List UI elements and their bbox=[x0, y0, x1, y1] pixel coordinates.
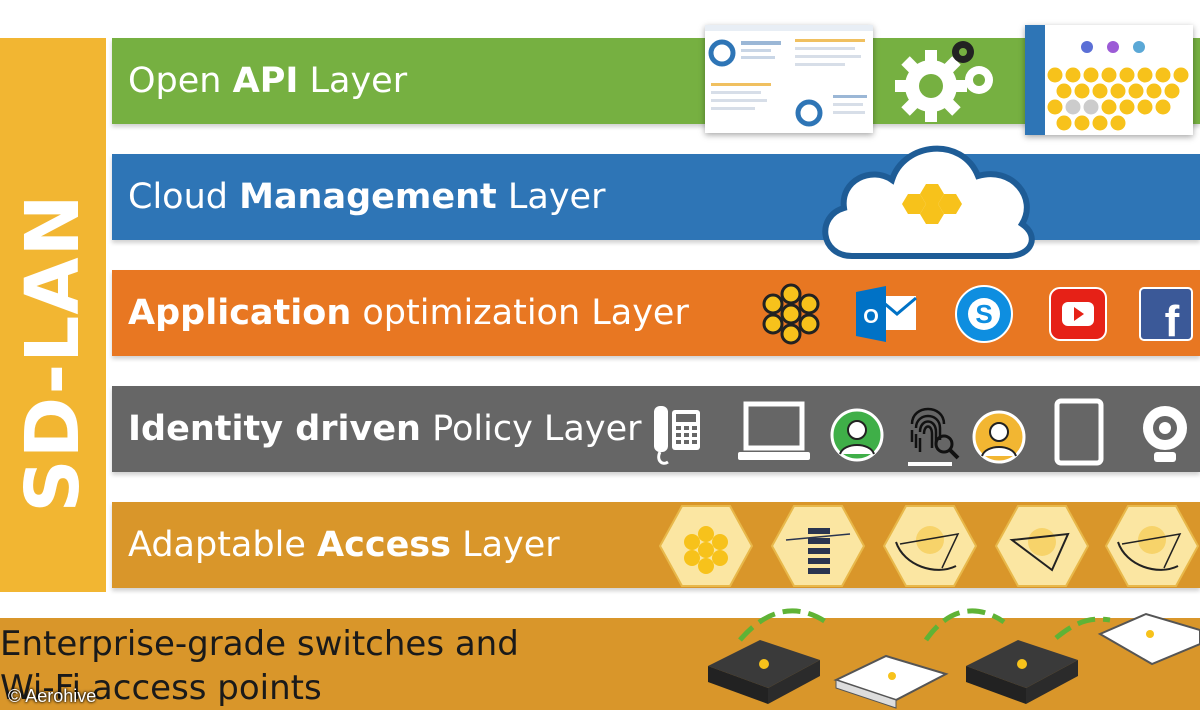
hardware-label: Enterprise-grade switches and Wi-Fi acce… bbox=[0, 622, 600, 710]
layer-application-optimization: Application optimization Layer O S f bbox=[112, 270, 1200, 356]
title-post: Layer bbox=[298, 61, 408, 101]
hex-path-icon bbox=[882, 504, 978, 588]
title-pre: Cloud bbox=[128, 177, 240, 217]
title-pre: Adaptable bbox=[128, 525, 317, 565]
skype-icon: S bbox=[954, 284, 1014, 344]
sd-lan-bar: SD-LAN bbox=[0, 38, 106, 592]
dashboard-screenshot bbox=[705, 25, 873, 133]
phone-icon bbox=[644, 402, 704, 466]
hex-triangle-icon bbox=[994, 504, 1090, 588]
layer-title: Cloud Management Layer bbox=[128, 177, 605, 217]
layer-identity-policy: Identity driven Policy Layer bbox=[112, 386, 1200, 472]
layer-title: Application optimization Layer bbox=[128, 293, 689, 333]
user-avatar-yellow-icon bbox=[972, 410, 1026, 464]
facebook-icon: f bbox=[1138, 286, 1194, 346]
hex-columns-icon bbox=[770, 504, 866, 588]
laptop-icon bbox=[736, 400, 812, 464]
title-bold: Management bbox=[239, 177, 497, 217]
title-bold: Identity driven bbox=[128, 409, 421, 449]
hardware-icons bbox=[700, 600, 1200, 712]
title-bold: Application bbox=[128, 293, 352, 333]
title-bold: Access bbox=[316, 525, 451, 565]
gears-icon bbox=[893, 38, 1003, 124]
hex-path-icon bbox=[1104, 504, 1200, 588]
layer-open-api: Open API Layer bbox=[112, 38, 1200, 124]
app-hive-icon bbox=[760, 283, 822, 345]
svg-text:S: S bbox=[975, 299, 992, 329]
user-avatar-green-icon bbox=[830, 408, 884, 462]
title-post: Policy Layer bbox=[420, 409, 642, 449]
hive-map-screenshot bbox=[1025, 25, 1193, 135]
title-post: Layer bbox=[450, 525, 560, 565]
youtube-icon bbox=[1048, 286, 1108, 342]
access-point-icon bbox=[833, 654, 949, 709]
svg-text:O: O bbox=[863, 306, 879, 328]
svg-text:f: f bbox=[1165, 297, 1180, 342]
layer-title: Identity driven Policy Layer bbox=[128, 409, 642, 449]
copyright-text: © Aerohive bbox=[8, 686, 97, 706]
title-pre: Open bbox=[128, 61, 233, 101]
layer-adaptable-access: Adaptable Access Layer bbox=[112, 502, 1200, 588]
hardware-label-line1: Enterprise-grade switches and bbox=[0, 624, 519, 664]
switch-icon bbox=[708, 640, 820, 704]
title-post: Layer bbox=[496, 177, 606, 217]
outlook-icon: O bbox=[856, 286, 918, 342]
sd-lan-label: SD-LAN bbox=[10, 193, 96, 513]
hardware-label-line2: Wi-Fi access points bbox=[0, 668, 322, 708]
layer-title: Adaptable Access Layer bbox=[128, 525, 560, 565]
title-bold: API bbox=[232, 61, 299, 101]
fingerprint-icon bbox=[904, 394, 960, 468]
switch-icon bbox=[966, 640, 1078, 704]
cloud-hive-icon bbox=[812, 136, 1044, 264]
tablet-icon bbox=[1054, 398, 1104, 466]
hex-honeycomb-icon bbox=[658, 504, 754, 588]
access-point-icon bbox=[1097, 612, 1200, 666]
title-post: optimization Layer bbox=[351, 293, 689, 333]
layer-title: Open API Layer bbox=[128, 61, 407, 101]
webcam-icon bbox=[1136, 400, 1194, 466]
